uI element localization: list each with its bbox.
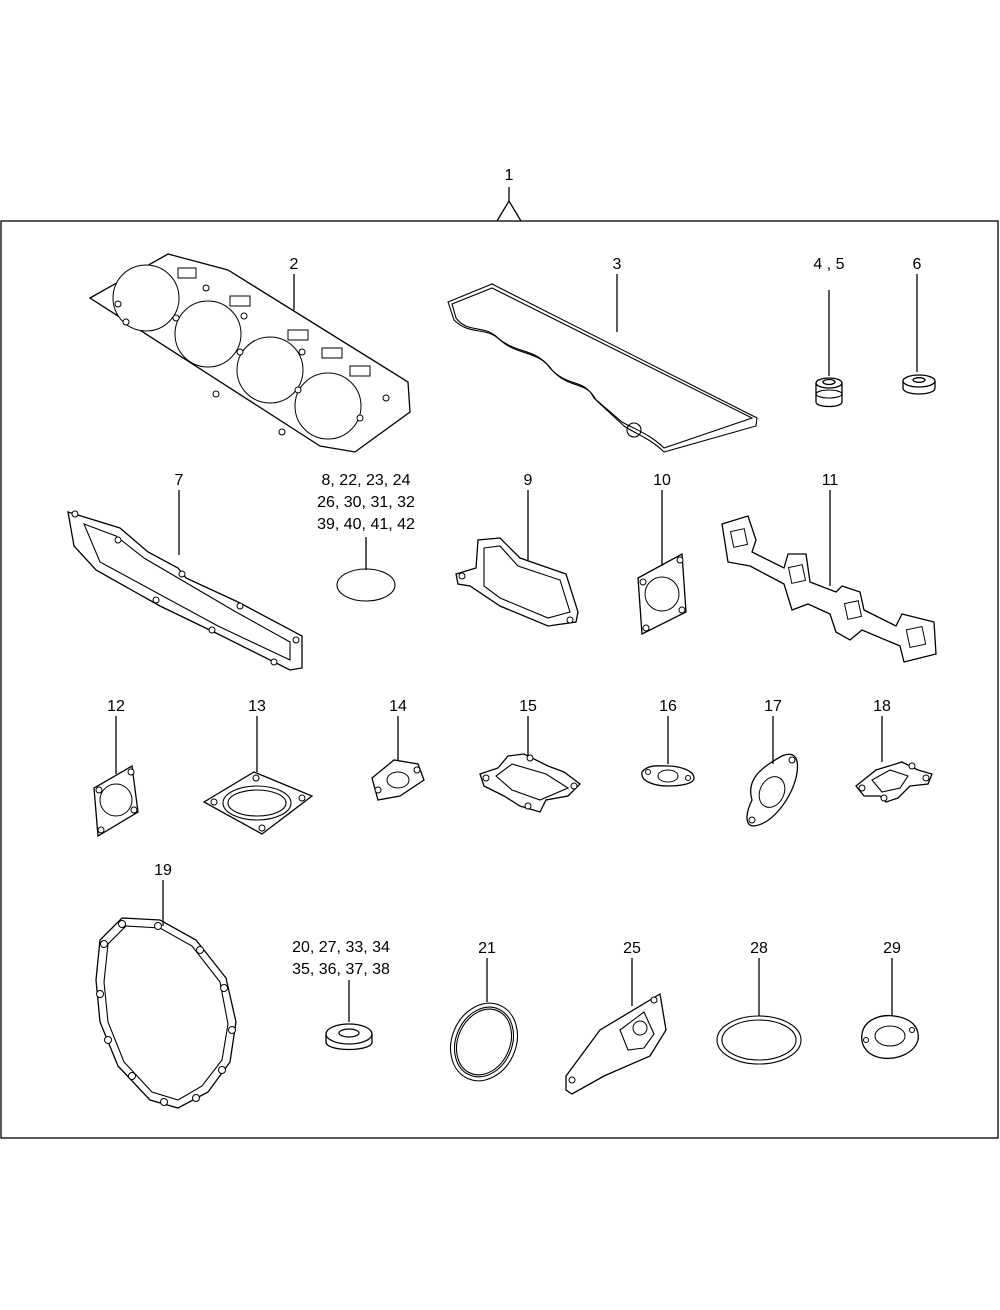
part-15-gasket (479, 753, 581, 813)
callout-8-row3: 39, 40, 41, 42 (317, 516, 415, 533)
callout-25: 25 (623, 940, 641, 957)
part-19-housing-gasket (95, 917, 237, 1109)
part-6-washer (902, 374, 936, 395)
callout-17: 17 (764, 698, 782, 715)
callout-21: 21 (478, 940, 496, 957)
callout-1: 1 (505, 167, 514, 184)
callout-13: 13 (248, 698, 266, 715)
part-2-cylinder-head-gasket (88, 253, 411, 453)
part-8-o-ring (336, 568, 396, 602)
callout-8-row1: 8, 22, 23, 24 (322, 472, 411, 489)
part-9-gasket (455, 537, 579, 627)
callout-12: 12 (107, 698, 125, 715)
part-4-5-valve-stem-seal (815, 377, 843, 408)
callout-15: 15 (519, 698, 537, 715)
callout-3: 3 (613, 256, 622, 273)
part-16-gasket (641, 765, 695, 787)
callout-20-row1: 20, 27, 33, 34 (292, 939, 390, 956)
callout-6: 6 (913, 256, 922, 273)
part-3-rocker-cover-gasket (447, 283, 758, 453)
part-11-exhaust-manifold-gasket (721, 515, 937, 663)
kit-frame (0, 220, 999, 1139)
kit-bracket (496, 199, 522, 222)
part-12-gasket (93, 764, 139, 838)
part-13-gasket (202, 771, 314, 835)
part-7-manifold-gasket (67, 510, 303, 671)
part-21-seal-ring (449, 1002, 519, 1082)
part-10-gasket (637, 552, 687, 636)
callout-2: 2 (290, 256, 299, 273)
callout-11: 11 (822, 472, 839, 489)
callout-19: 19 (154, 862, 172, 879)
callout-8-row2: 26, 30, 31, 32 (317, 494, 415, 511)
callout-10: 10 (653, 472, 671, 489)
part-18-gasket (855, 761, 933, 803)
callout-14: 14 (389, 698, 407, 715)
part-17-gasket (746, 753, 799, 827)
callout-29: 29 (883, 940, 901, 957)
part-20-oil-seal (325, 1023, 373, 1051)
part-25-gasket (565, 992, 667, 1095)
part-29-gasket (861, 1014, 919, 1060)
part-14-gasket (371, 759, 425, 801)
callout-9: 9 (524, 472, 533, 489)
callout-20-row2: 35, 36, 37, 38 (292, 961, 390, 978)
callout-16: 16 (659, 698, 677, 715)
callout-4-5: 4 , 5 (813, 256, 844, 273)
part-28-o-ring (716, 1015, 802, 1065)
callout-7: 7 (175, 472, 184, 489)
callout-18: 18 (873, 698, 891, 715)
callout-28: 28 (750, 940, 768, 957)
